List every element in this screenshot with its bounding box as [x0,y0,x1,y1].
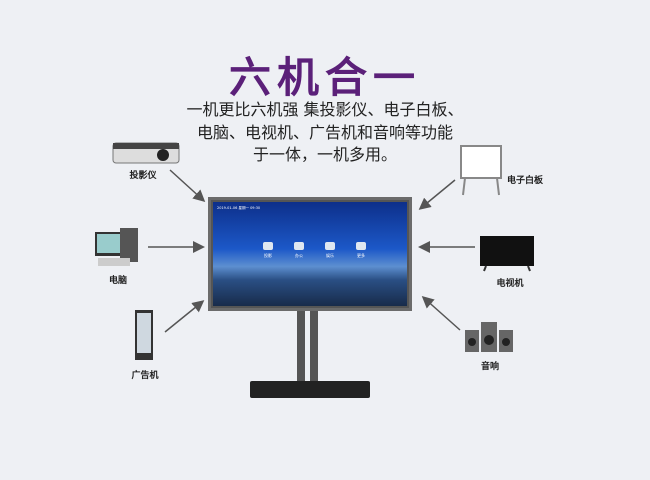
label-whiteboard: 电子白板 [506,176,543,186]
subtitle-line-1: 一机更比六机强 集投影仪、电子白板、 [186,100,464,119]
app-icon: 投影 [258,242,278,259]
stand-pole-right [310,305,318,385]
arrow [169,169,206,203]
speaker-icon [465,322,513,352]
stand-base [250,381,370,398]
label-speaker: 音响 [480,362,499,372]
subtitle-line-3: 于一体，一机多用。 [252,145,397,164]
kiosk-icon [135,310,153,360]
subtitle-line-2: 电脑、电视机、广告机和音响等功能 [196,123,453,142]
app-icon: 办公 [289,242,309,259]
arrow [421,296,461,331]
label-tv: 电视机 [496,279,524,289]
whiteboard-icon [460,145,502,196]
label-computer: 电脑 [108,276,127,286]
screen-clock: 2019-01-06 星期一 09:30 [217,206,261,210]
projector-icon [112,142,180,164]
label-kiosk: 广告机 [131,371,159,381]
computer-icon [95,228,138,266]
stand-pole-left [297,305,305,385]
page-title: 六机合一 [228,53,421,102]
interactive-display: 2019-01-06 星期一 09:30 投影 办公 娱乐 更多 [208,197,412,311]
arrow [164,300,205,333]
label-projector: 投影仪 [129,171,157,181]
app-icon: 更多 [351,242,371,259]
app-icon: 娱乐 [320,242,340,259]
tv-icon [480,236,534,272]
arrow [418,179,456,210]
display-screen: 2019-01-06 星期一 09:30 投影 办公 娱乐 更多 [213,202,407,306]
